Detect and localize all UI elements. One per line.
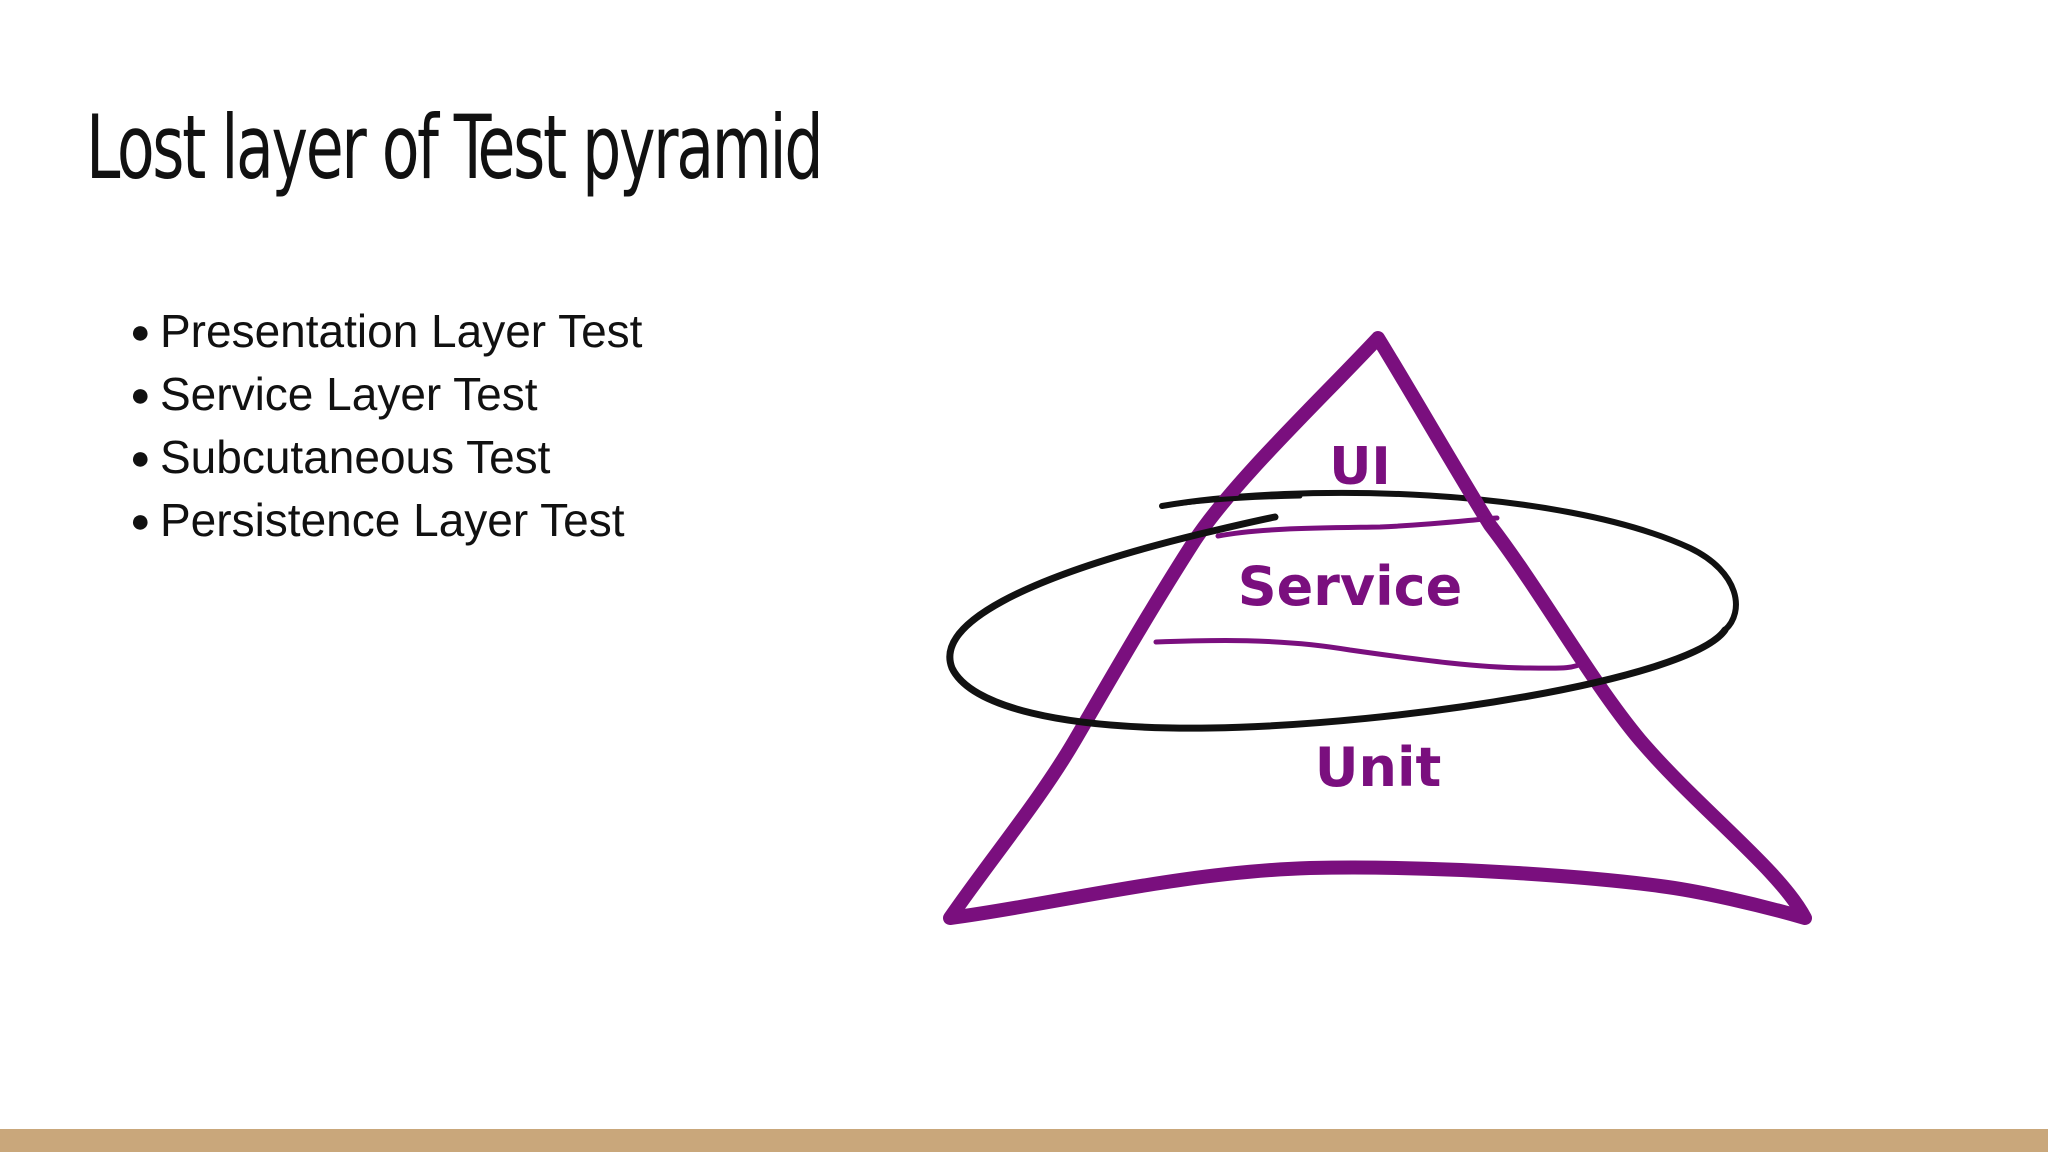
layer-divider-upper [1215, 515, 1500, 539]
bullet-text: Service Layer Test [160, 368, 538, 420]
bullet-item: ●Presentation Layer Test [130, 300, 642, 363]
bullet-text: Presentation Layer Test [160, 305, 643, 357]
footer-bar [0, 1129, 2048, 1152]
ellipse-front-arc [946, 513, 1729, 732]
pyramid-outline [943, 331, 1812, 925]
bullet-text: Subcutaneous Test [160, 431, 551, 483]
layer-divider-lower [1153, 637, 1588, 671]
bullet-icon: ● [130, 313, 151, 351]
bullet-text: Persistence Layer Test [160, 494, 625, 546]
bullet-item: ●Service Layer Test [130, 363, 642, 426]
bullet-icon: ● [130, 439, 151, 477]
bullet-icon: ● [130, 376, 151, 414]
layer-label-ui: UI [1329, 437, 1391, 497]
slide-title: Lost layer of Test pyramid [86, 96, 824, 199]
layer-label-unit: Unit [1315, 736, 1442, 799]
bullet-item: ●Persistence Layer Test [130, 489, 642, 552]
layer-label-service: Service [1238, 555, 1463, 618]
bullet-icon: ● [130, 502, 151, 540]
test-pyramid-diagram: UI Service Unit [943, 331, 1812, 925]
ellipse-top-stroke [1159, 493, 1303, 509]
bullet-list: ●Presentation Layer Test ●Service Layer … [130, 300, 642, 552]
bullet-item: ●Subcutaneous Test [130, 426, 642, 489]
